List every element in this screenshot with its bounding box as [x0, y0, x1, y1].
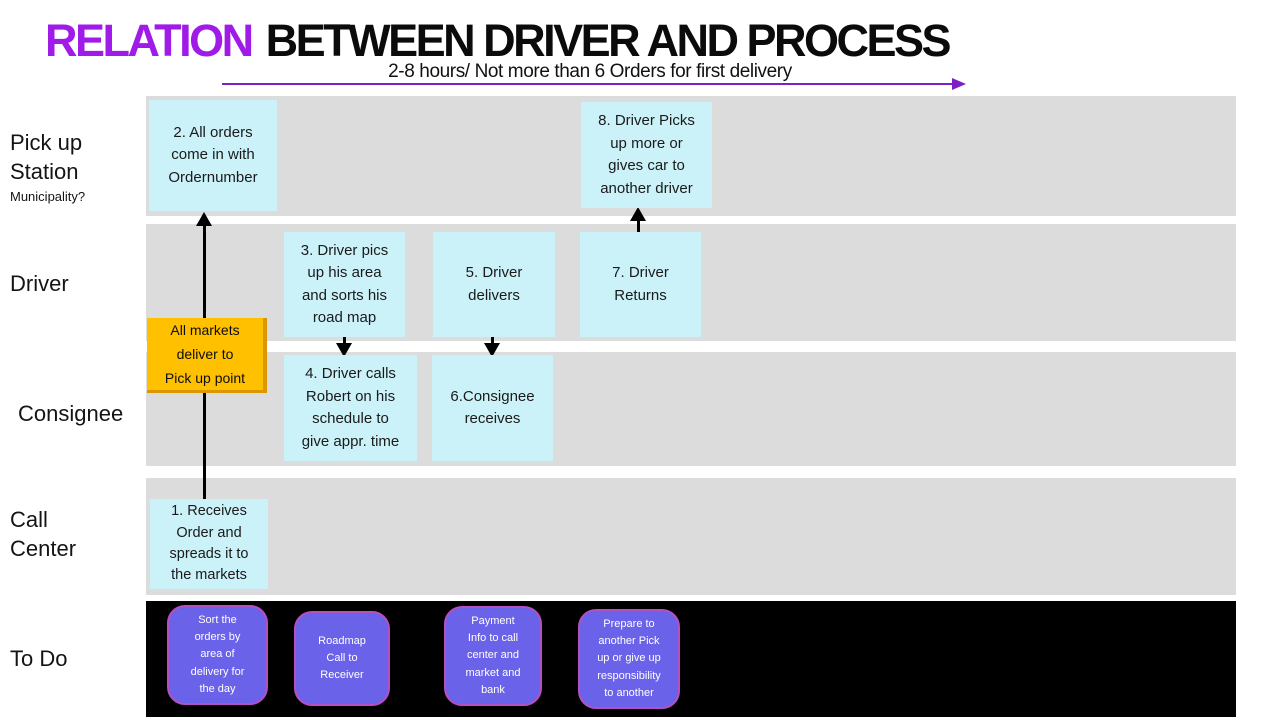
lane-band-call-center — [146, 478, 1236, 595]
todo-box-roadmap: Roadmap Call to Receiver — [294, 611, 390, 706]
lane-label-consignee: Consignee — [18, 401, 124, 426]
arrowhead-down-to-step6-icon — [484, 343, 500, 357]
lane-label-pickup-station: Pick up Station Municipality? — [10, 128, 130, 205]
page-title-rest: BETWEEN DRIVER AND PROCESS — [265, 15, 952, 66]
lane-label-driver: Driver — [10, 271, 69, 296]
timeline-arrow-line — [222, 83, 954, 85]
step-box-6: 6.Consignee receives — [432, 355, 553, 461]
timeline-arrowhead-icon — [952, 78, 966, 90]
arrowhead-up-to-step8-icon — [630, 207, 646, 221]
todo-box-sort-orders: Sort the orders by area of delivery for … — [167, 605, 268, 705]
step-box-7: 7. Driver Returns — [580, 232, 701, 337]
note-box-all-markets: All markets deliver to Pick up point — [147, 318, 267, 393]
page-title-highlight: RELATION — [45, 15, 254, 66]
step-box-8: 8. Driver Picks up more or gives car to … — [581, 102, 712, 208]
todo-box-payment-info: Payment Info to call center and market a… — [444, 606, 542, 706]
lane-label-call-center: Call Center — [10, 507, 77, 562]
arrowhead-up-to-step2-icon — [196, 212, 212, 226]
step-box-2: 2. All orders come in with Ordernumber — [149, 100, 277, 211]
arrowhead-down-to-step4-icon — [336, 343, 352, 357]
step-box-3: 3. Driver pics up his area and sorts his… — [284, 232, 405, 337]
step-box-5: 5. Driver delivers — [433, 232, 555, 337]
lane-label-pickup-station-sublabel: Municipality? — [10, 189, 86, 205]
todo-box-prepare-pickup: Prepare to another Pick up or give up re… — [578, 609, 680, 709]
step-box-4: 4. Driver calls Robert on his schedule t… — [284, 355, 417, 461]
timeline-label: 2-8 hours/ Not more than 6 Orders for fi… — [388, 61, 792, 82]
step-box-1: 1. Receives Order and spreads it to the … — [150, 499, 268, 589]
lane-label-to-do: To Do — [10, 646, 68, 671]
arrow-line-step7-to-step8 — [637, 219, 640, 232]
arrow-line-step5-to-step6 — [491, 337, 494, 345]
lane-label-pickup-station-text: Pick up Station — [10, 130, 83, 185]
arrow-line-step3-to-step4 — [343, 337, 346, 345]
